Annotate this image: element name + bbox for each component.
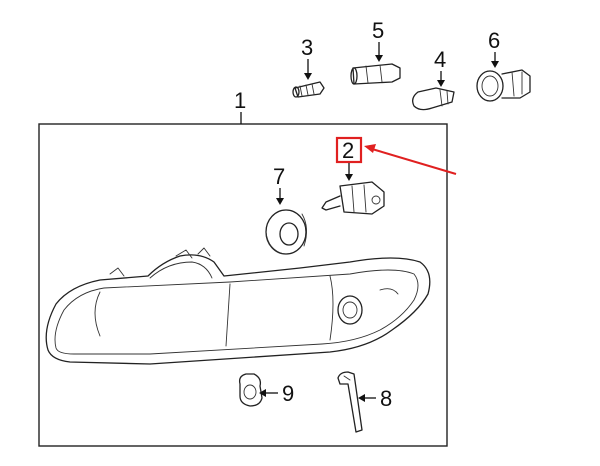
callout-2-label: 2 bbox=[342, 138, 354, 163]
callout-7-arrowhead bbox=[276, 198, 284, 205]
amber-socket-icon bbox=[476, 69, 531, 102]
callout-8-label: 8 bbox=[380, 386, 392, 411]
headlamp-bulb-icon bbox=[321, 181, 385, 215]
callout-5-label: 5 bbox=[372, 18, 384, 43]
callout-9-label: 9 bbox=[282, 381, 294, 406]
callout-7-label: 7 bbox=[273, 164, 285, 189]
adjuster-icon bbox=[238, 373, 263, 407]
socket-bulb-icon bbox=[350, 63, 401, 85]
highlight-arrowhead bbox=[364, 144, 376, 153]
wire-icon bbox=[337, 371, 363, 433]
callout-8-arrowhead bbox=[358, 394, 365, 402]
callout-4-arrowhead bbox=[437, 80, 445, 87]
highlight-arrow-line bbox=[371, 148, 457, 175]
callout-9-arrowhead bbox=[259, 389, 266, 397]
seal-ring-icon bbox=[265, 209, 307, 255]
callout-4-label: 4 bbox=[434, 47, 446, 72]
headlamp-housing bbox=[45, 247, 431, 365]
wedge-bulb-icon bbox=[412, 87, 455, 111]
callout-5-arrowhead bbox=[375, 55, 383, 62]
assembly-frame bbox=[38, 123, 448, 447]
small-bulb-icon bbox=[292, 81, 325, 98]
callout-6-label: 6 bbox=[488, 28, 500, 53]
callout-2-highlight-box bbox=[335, 136, 363, 164]
callout-1-label: 1 bbox=[234, 88, 246, 113]
callout-6-arrowhead bbox=[491, 61, 499, 68]
callout-3-label: 3 bbox=[301, 35, 313, 60]
callout-3-arrowhead bbox=[304, 73, 312, 80]
callout-2-arrowhead bbox=[345, 174, 353, 181]
